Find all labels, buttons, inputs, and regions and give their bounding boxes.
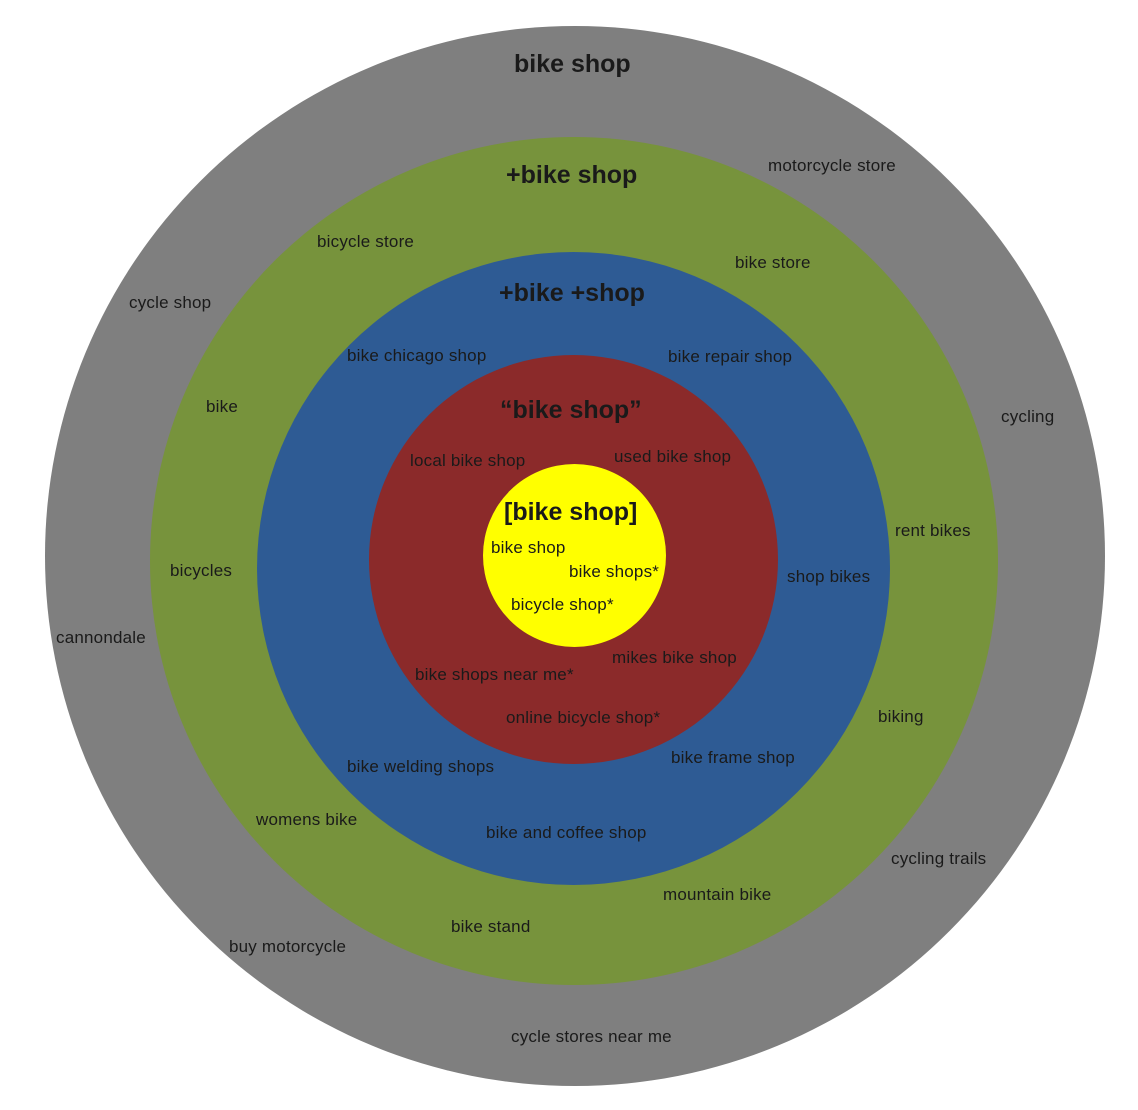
keyword-label: used bike shop <box>614 447 732 466</box>
keyword-label: cycling <box>1001 407 1055 426</box>
keyword-label: shop bikes <box>787 567 871 586</box>
keyword-label: bike welding shops <box>347 757 495 776</box>
keyword-label: bicycle shop* <box>511 595 614 614</box>
keyword-label: bicycle store <box>317 232 415 251</box>
keyword-label: cycle stores near me <box>511 1027 672 1046</box>
keyword-label: bike stand <box>451 917 531 936</box>
keyword-label: bike shops* <box>569 562 660 581</box>
keyword-label: bike store <box>735 253 811 272</box>
keyword-label: bike shops near me* <box>415 665 574 684</box>
keyword-label: bike shop <box>491 538 566 557</box>
keyword-label: bike frame shop <box>671 748 795 767</box>
keyword-label: cannondale <box>56 628 146 647</box>
keyword-label: bike chicago shop <box>347 346 487 365</box>
keyword-label: mikes bike shop <box>612 648 737 667</box>
keyword-label: cycle shop <box>129 293 212 312</box>
keyword-label: bicycles <box>170 561 233 580</box>
keyword-label: local bike shop <box>410 451 526 470</box>
broad-ring-title: bike shop <box>514 50 631 78</box>
keyword-label: bike repair shop <box>668 347 793 366</box>
keyword-label: bike and coffee shop <box>486 823 647 842</box>
modified-broad-all-ring-title: +bike +shop <box>499 279 645 307</box>
keyword-label: rent bikes <box>895 521 971 540</box>
phrase-ring-title: “bike shop” <box>500 396 642 424</box>
keyword-label: buy motorcycle <box>229 937 347 956</box>
keyword-label: biking <box>878 707 924 726</box>
keyword-label: cycling trails <box>891 849 987 868</box>
keyword-label: online bicycle shop* <box>506 708 661 727</box>
exact-match-ring <box>483 464 666 647</box>
keyword-label: mountain bike <box>663 885 772 904</box>
keyword-label: bike <box>206 397 238 416</box>
keyword-label: womens bike <box>256 810 358 829</box>
exact-ring-title: [bike shop] <box>504 498 638 526</box>
modified-broad-ring-title: +bike shop <box>506 161 638 189</box>
keyword-label: motorcycle store <box>768 156 896 175</box>
